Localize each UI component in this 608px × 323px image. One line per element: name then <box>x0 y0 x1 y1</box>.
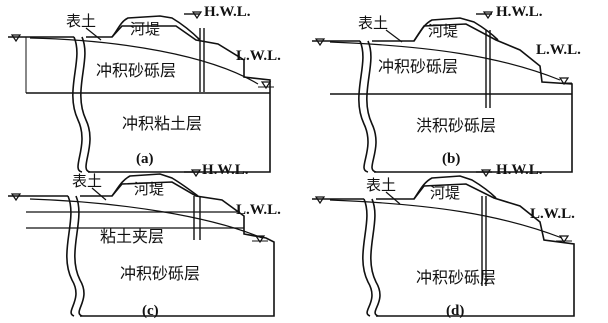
lwl-label: L.W.L. <box>236 202 281 218</box>
caption-d: (d) <box>446 303 464 319</box>
upper-layer-label: 冲积砂砾层 <box>96 61 176 80</box>
hwl-label: H.W.L. <box>202 162 249 178</box>
ground-section <box>86 25 271 173</box>
lwl-label: L.W.L. <box>530 206 575 222</box>
levee-label: 河堤 <box>430 184 460 202</box>
hwl-label: H.W.L. <box>496 4 543 20</box>
phreatic-line <box>329 199 563 239</box>
caption-a: (a) <box>136 151 154 167</box>
hwl-label: H.W.L. <box>204 4 251 20</box>
levee-label: 河堤 <box>134 180 164 198</box>
caption-b: (b) <box>442 151 460 167</box>
panel-d: 表土 河堤 H.W.L. L.W.L. 冲积砂砾层 (d) <box>312 162 575 319</box>
levee-label: 河堤 <box>428 22 458 40</box>
break-line <box>72 36 83 173</box>
levee <box>111 15 201 41</box>
lwl-label: L.W.L. <box>236 48 281 64</box>
lower-layer-label: 冲积粘土层 <box>122 114 202 133</box>
water-level-symbol <box>10 34 22 43</box>
panel-b: 表土 河堤 H.W.L. L.W.L. 冲积砂砾层 洪积砂砾层 (b) <box>312 4 581 173</box>
lwl-label: L.W.L. <box>536 42 581 58</box>
break-line <box>80 36 91 173</box>
topsoil-label: 表土 <box>366 176 396 194</box>
upper-layer-label: 冲积砂砾层 <box>378 57 458 76</box>
upper-layer-label: 粘土夹层 <box>100 227 164 246</box>
phreatic-line <box>29 37 259 85</box>
hwl-label: H.W.L. <box>496 162 543 178</box>
panel-c: 表土 河堤 H.W.L. L.W.L. 粘土夹层 冲积砂砾层 (c) <box>8 162 281 319</box>
lower-layer-label: 冲积砂砾层 <box>120 264 200 283</box>
topsoil-label: 表土 <box>66 12 96 30</box>
panel-a: 表土 河堤 H.W.L. L.W.L. 冲积砂砾层 冲积粘土层 (a) <box>8 4 281 173</box>
topsoil-label: 表土 <box>72 172 102 190</box>
phreatic-line <box>29 198 263 239</box>
caption-c: (c) <box>142 303 159 319</box>
lower-layer-label: 冲积砂砾层 <box>416 268 496 287</box>
topsoil-label: 表土 <box>358 14 388 32</box>
levee-label: 河堤 <box>130 20 160 38</box>
phreatic-line <box>329 41 561 81</box>
lower-layer-label: 洪积砂砾层 <box>416 116 496 135</box>
